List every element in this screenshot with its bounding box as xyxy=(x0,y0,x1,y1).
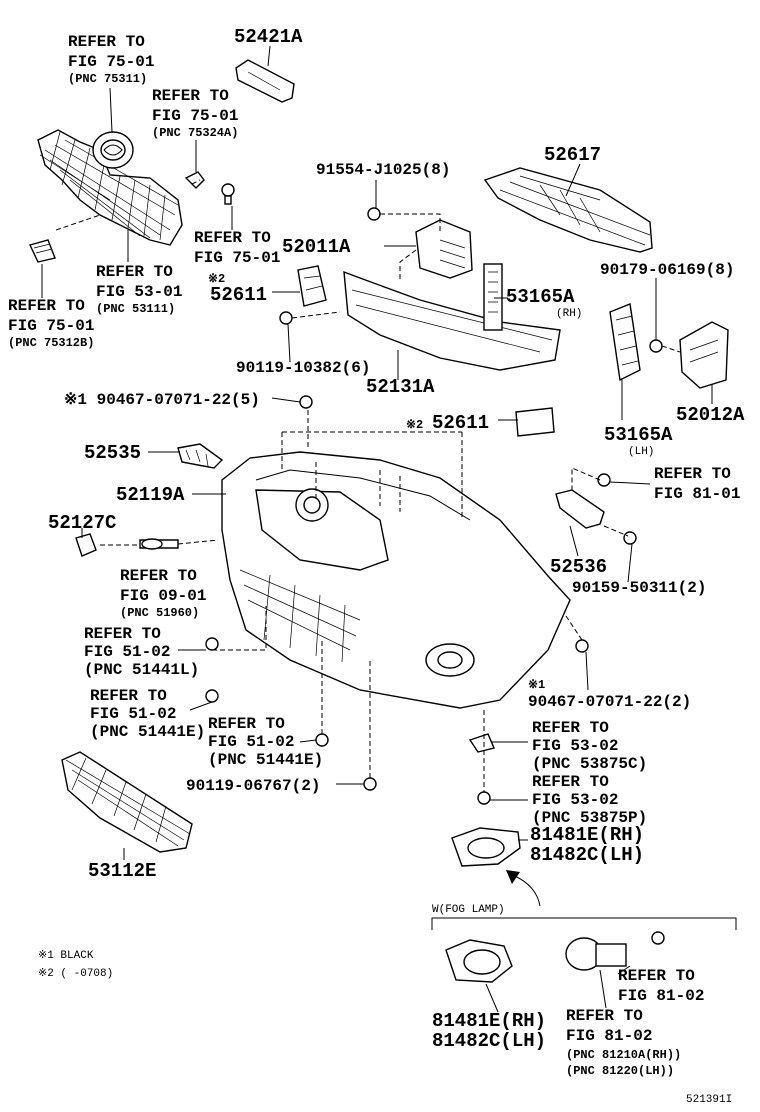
ref-fig5102-l-line1: REFER TO xyxy=(84,625,161,643)
ref-grille-left-line3: (PNC 75312B) xyxy=(8,336,94,350)
bracket-52536-drawing xyxy=(555,489,605,529)
part-52421a-label: 52421A xyxy=(234,26,303,48)
ref-fig5102-e2-line3: (PNC 51441E) xyxy=(208,751,323,769)
retainer-52611-upper-drawing xyxy=(297,265,327,307)
ref-fig0901-line3: (PNC 51960) xyxy=(120,606,199,620)
fog-lamp-drawing xyxy=(565,931,665,971)
ref-screw-line2: FIG 75-01 xyxy=(194,249,280,267)
ref-grille-mid-line2: FIG 53-01 xyxy=(96,283,182,301)
bumper-cover-52119a-drawing xyxy=(221,451,571,709)
ref-emblem-clip-line1: REFER TO xyxy=(152,87,229,105)
reinforcement-52131a-drawing xyxy=(343,270,561,371)
ref-fig8101-line1: REFER TO xyxy=(654,465,731,483)
support-53165a-lh-drawing xyxy=(609,303,641,382)
fog-bezel-lower-drawing xyxy=(445,939,513,983)
ref-grille-top-line1: REFER TO xyxy=(68,33,145,51)
ref-fig5302-p-line3: (PNC 53875P) xyxy=(532,809,647,827)
ref-fig5302-c-line2: FIG 53-02 xyxy=(532,737,618,755)
ref-fig5102-l-line2: FIG 51-02 xyxy=(84,643,170,661)
bracket-52421a-drawing xyxy=(235,59,295,103)
ref-grille-left-line2: FIG 75-01 xyxy=(8,317,94,335)
emblem-clip-drawing xyxy=(184,171,235,205)
part-52011a-label: 52011A xyxy=(282,236,351,258)
ref-fig8102-b-line3: (PNC 81210A(RH)) xyxy=(566,1048,681,1062)
fog-arrow xyxy=(506,870,541,907)
note1-mark: ※1 xyxy=(528,678,545,692)
fog-bezel-upper-drawing xyxy=(451,827,521,867)
part-52617-label: 52617 xyxy=(544,144,601,166)
part-81482c-upper-label: 81482C(LH) xyxy=(530,844,644,866)
ref-fig5302-c-line1: REFER TO xyxy=(532,719,609,737)
part-52611-lower-label: 52611 xyxy=(432,412,489,434)
ref-grille-top-line2: FIG 75-01 xyxy=(68,53,154,71)
part-52536-label: 52536 xyxy=(550,556,607,578)
ref-grille-mid-line1: REFER TO xyxy=(96,263,173,281)
ref-emblem-clip-line3: (PNC 75324A) xyxy=(152,126,238,140)
ref-fig8102-b-line2: FIG 81-02 xyxy=(566,1027,652,1045)
part-90119-06767-label: 90119-06767(2) xyxy=(186,777,320,795)
bracket-52011a-drawing xyxy=(415,219,473,279)
ref-fig8102-b-line4: (PNC 81220(LH)) xyxy=(566,1064,674,1078)
part-91554-label: 91554-J1025(8) xyxy=(316,161,450,179)
part-52535-label: 52535 xyxy=(84,442,141,464)
ref-grille-top-line3: (PNC 75311) xyxy=(68,72,147,86)
part-52611-upper-label: 52611 xyxy=(210,284,267,306)
part-52127c-label: 52127C xyxy=(48,512,116,534)
ref-fig5302-p-line1: REFER TO xyxy=(532,773,609,791)
small-bracket-drawing xyxy=(29,239,56,263)
part-53165a-lh-label: 53165A xyxy=(604,424,673,446)
legend-note-2: ※2 ( -0708) xyxy=(38,968,113,980)
ref-fig5102-e1-line1: REFER TO xyxy=(90,687,167,705)
part-90119-10382-label: 90119-10382(6) xyxy=(236,359,370,377)
ref-fig5102-l-line3: (PNC 51441L) xyxy=(84,661,199,679)
support-53165a-rh-drawing xyxy=(483,263,503,331)
part-90467-lower-label: 90467-07071-22(2) xyxy=(528,693,691,711)
part-81481e-lower-label: 81481E(RH) xyxy=(432,1010,546,1032)
ref-grille-mid-line3: (PNC 53111) xyxy=(96,302,175,316)
lower-grille-53112e-drawing xyxy=(61,751,193,853)
part-90159-label: 90159-50311(2) xyxy=(572,579,706,597)
emblem-drawing xyxy=(92,131,134,169)
ref-fig5102-e1-line2: FIG 51-02 xyxy=(90,705,176,723)
leader-lines xyxy=(41,45,737,1013)
ref-fig8102-a-line1: REFER TO xyxy=(618,967,695,985)
bracket-52535-drawing xyxy=(177,443,224,469)
ref-fig8101-line2: FIG 81-01 xyxy=(654,485,740,503)
ref-screw-line1: REFER TO xyxy=(194,229,271,247)
part-52012a-label: 52012A xyxy=(676,404,745,426)
part-53112e-label: 53112E xyxy=(88,860,156,882)
legend-note-1: ※1 BLACK xyxy=(38,950,94,962)
bracket-52012a-drawing xyxy=(679,321,729,389)
ref-fig5102-e1-line3: (PNC 51441E) xyxy=(90,723,205,741)
part-90179-label: 90179-06169(8) xyxy=(600,261,734,279)
part-90467-upper-label: ※1 90467-07071-22(5) xyxy=(64,391,260,409)
fog-lamp-group-label: W(FOG LAMP) xyxy=(432,904,505,916)
part-81481e-upper-label: 81481E(RH) xyxy=(530,824,644,846)
note2-mark-upper: ※2 xyxy=(208,272,225,286)
ref-grille-left-line1: REFER TO xyxy=(8,297,85,315)
assembly-lines xyxy=(55,179,681,792)
ref-fig0901-line2: FIG 09-01 xyxy=(120,587,206,605)
ref-fig5102-e2-line2: FIG 51-02 xyxy=(208,733,294,751)
part-52119a-label: 52119A xyxy=(116,484,185,506)
ref-fig0901-line1: REFER TO xyxy=(120,567,197,585)
part-52131a-label: 52131A xyxy=(366,376,435,398)
part-53165a-rh-label: 53165A xyxy=(506,286,575,308)
ref-fig8102-a-line2: FIG 81-02 xyxy=(618,987,704,1005)
ref-fig5102-e2-line1: REFER TO xyxy=(208,715,285,733)
ref-fig5302-c-line3: (PNC 53875C) xyxy=(532,755,647,773)
ref-fig5302-p-line2: FIG 53-02 xyxy=(532,791,618,809)
retainer-52611-lower-drawing xyxy=(515,407,555,437)
ref-emblem-clip-line2: FIG 75-01 xyxy=(152,107,238,125)
diagram-id: 521391I xyxy=(686,1094,732,1106)
ref-fig8102-b-line1: REFER TO xyxy=(566,1007,643,1025)
rh-note: (RH) xyxy=(556,308,582,320)
part-81482c-lower-label: 81482C(LH) xyxy=(432,1030,546,1052)
lh-note: (LH) xyxy=(628,446,654,458)
absorber-52617-drawing xyxy=(483,167,653,253)
upper-grille-drawing xyxy=(37,129,183,246)
note2-mark-lower: ※2 xyxy=(406,418,423,432)
cap-52127c-drawing xyxy=(75,533,179,557)
